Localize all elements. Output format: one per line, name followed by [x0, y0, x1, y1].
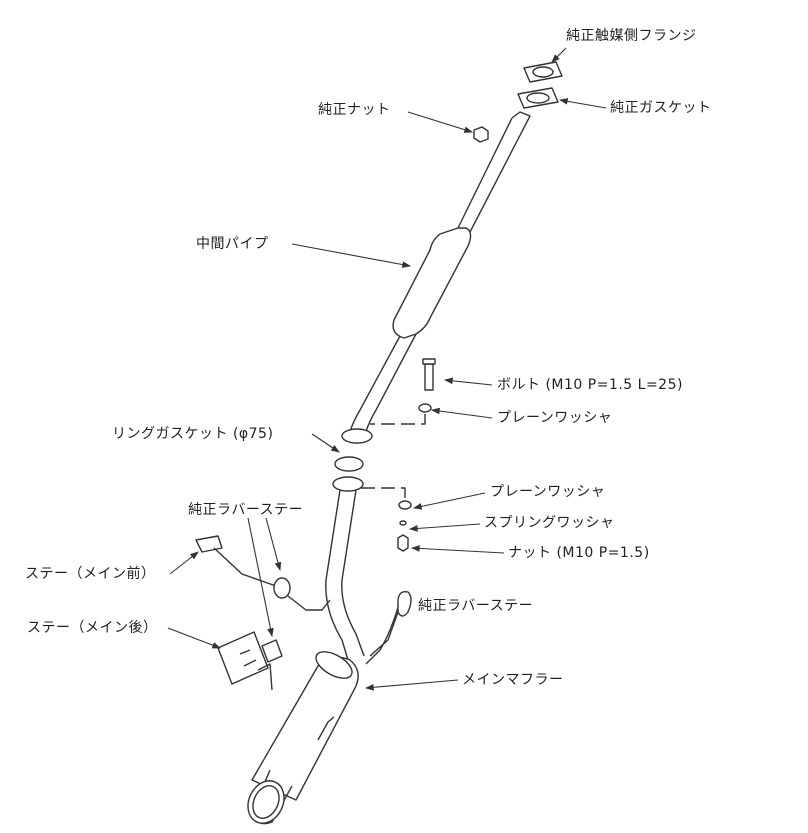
stay-main-rear-part: [217, 631, 283, 691]
oem-rubber-stay-right-part: [369, 591, 412, 657]
arrow-bolt: [443, 377, 493, 386]
arrow-cat-flange: [551, 47, 567, 63]
plain-washer-2: [398, 500, 412, 510]
label-stay-main-rear: ステー（メイン後）: [27, 620, 158, 636]
arrow-plain-washer-2: [412, 492, 486, 510]
oem-cat-flange: [523, 61, 563, 83]
label-oem-rubber-stay-right: 純正ラバーステー: [418, 598, 534, 614]
label-bolt: ボルト (M10 P=1.5 L=25): [497, 377, 683, 393]
arrow-main-muffler: [364, 679, 459, 691]
plain-washer-1: [418, 403, 432, 413]
arrow-spring-washer: [408, 523, 481, 532]
label-oem-nut: 純正ナット: [318, 102, 391, 118]
nut-part: [397, 534, 409, 552]
label-oem-cat-flange: 純正触媒側フランジ: [566, 28, 697, 44]
mid-pipe: [341, 111, 531, 444]
arrow-stay-rear: [167, 627, 222, 649]
main-muffler-part: [247, 651, 359, 825]
label-plain-washer-2: プレーンワッシャ: [490, 484, 606, 500]
oem-gasket: [517, 87, 559, 109]
label-oem-gasket: 純正ガスケット: [610, 100, 712, 116]
spring-washer: [399, 520, 407, 526]
bolt-part: [422, 358, 436, 391]
arrow-rubber-stay-left-1: [247, 517, 274, 638]
label-spring-washer: スプリングワッシャ: [484, 515, 615, 531]
arrow-nut: [410, 545, 505, 554]
arrow-oem-nut: [407, 111, 474, 133]
oem-nut-part: [473, 126, 489, 143]
label-nut: ナット (M10 P=1.5): [508, 545, 650, 561]
arrow-stay-front: [169, 551, 199, 575]
tail-pipe: [325, 476, 401, 665]
label-ring-gasket: リングガスケット (φ75): [112, 426, 274, 442]
arrow-plain-washer-1: [430, 407, 493, 419]
arrow-ring-gasket: [311, 433, 340, 453]
arrow-gasket: [558, 98, 607, 109]
label-oem-rubber-stay-left: 純正ラバーステー: [188, 502, 304, 518]
arrow-rubber-stay-left-2: [265, 517, 282, 572]
stay-main-front-part: [195, 535, 331, 611]
label-mid-pipe: 中間パイプ: [196, 236, 269, 252]
arrow-mid-pipe: [291, 243, 412, 268]
label-main-muffler: メインマフラー: [462, 672, 564, 688]
label-stay-main-front: ステー（メイン前）: [25, 566, 156, 582]
ring-gasket: [334, 456, 364, 472]
label-plain-washer-1: プレーンワッシャ: [497, 410, 613, 426]
